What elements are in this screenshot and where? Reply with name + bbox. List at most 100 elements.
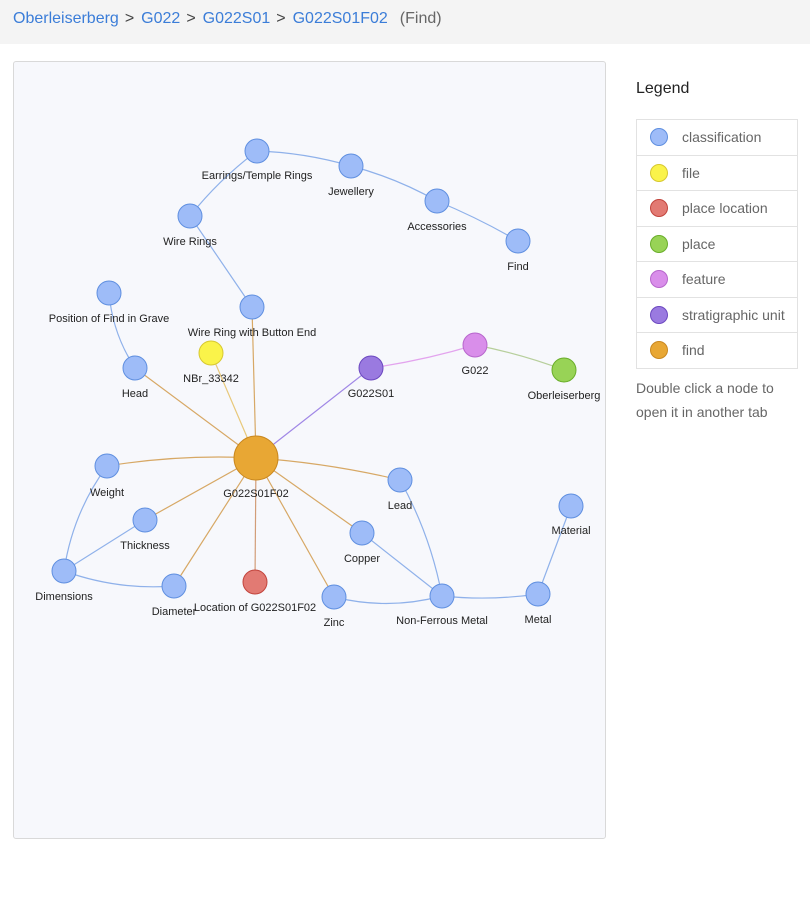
graph-nodes: G022S01F02 Earrings/Temple RingsJewellery… <box>35 138 601 629</box>
graph-node-label: Head <box>122 388 148 400</box>
graph-edge-earrings-wirerings <box>189 150 258 217</box>
graph-node-wirerings[interactable]: Wire Rings <box>163 203 217 248</box>
classification-swatch-icon <box>650 128 668 147</box>
graph-node-circle[interactable] <box>462 332 488 358</box>
graph-node-label: G022S01F02 <box>223 488 288 500</box>
graph-node-label: G022 <box>462 365 489 377</box>
stratigraphic-unit-swatch-icon <box>650 305 668 324</box>
graph-node-label: Lead <box>388 500 412 512</box>
graph-node-label: Earrings/Temple Rings <box>202 170 313 182</box>
graph-node-strat[interactable]: G022S01 <box>348 355 394 400</box>
graph-node-circle[interactable] <box>51 558 77 584</box>
legend-label: place location <box>682 200 768 217</box>
breadcrumb: Oberleiserberg>G022>G022S01>G022S01F02(F… <box>13 10 442 28</box>
graph-edge-strat-feature <box>370 344 476 369</box>
graph-node-circle[interactable] <box>198 340 224 366</box>
breadcrumb-bar: Oberleiserberg>G022>G022S01>G022S01F02(F… <box>0 0 810 44</box>
place-location-swatch-icon <box>650 199 668 218</box>
graph-node-label: Material <box>551 525 590 537</box>
breadcrumb-link-find[interactable]: G022S01F02 <box>292 10 388 27</box>
graph-node-feature[interactable]: G022 <box>462 332 489 377</box>
network-graph[interactable]: G022S01F02 Earrings/Temple RingsJewellery… <box>14 62 605 838</box>
graph-hint: Double click a node to open it in anothe… <box>636 380 774 420</box>
graph-node-wirebutton[interactable]: Wire Ring with Button End <box>188 294 316 339</box>
legend-item-stratigraphic-unit: stratigraphic unit <box>636 297 798 333</box>
graph-node-circle[interactable] <box>94 453 120 479</box>
breadcrumb-link-stratigraphic-unit[interactable]: G022S01 <box>202 10 271 27</box>
graph-node-circle[interactable] <box>349 520 375 546</box>
graph-node-label: Oberleiserberg <box>528 390 601 402</box>
graph-node-label: Find <box>507 261 528 273</box>
graph-node-zinc[interactable]: Zinc <box>321 584 347 629</box>
graph-node-circle[interactable] <box>122 355 148 381</box>
graph-node-lead[interactable]: Lead <box>387 467 413 512</box>
graph-node-earrings[interactable]: Earrings/Temple Rings <box>202 138 313 182</box>
breadcrumb-separator: > <box>186 10 196 27</box>
graph-node-label: Location of G022S01F02 <box>194 602 316 614</box>
breadcrumb-link-place[interactable]: Oberleiserberg <box>13 10 119 27</box>
graph-node-copper[interactable]: Copper <box>344 520 380 565</box>
graph-node-location[interactable]: Location of G022S01F02 <box>194 569 316 614</box>
graph-node-label: Jewellery <box>328 186 374 198</box>
graph-node-circle[interactable] <box>429 583 455 609</box>
graph-node-accessories[interactable]: Accessories <box>407 188 467 233</box>
graph-node-findcls[interactable]: Find <box>505 228 531 273</box>
graph-edge-dimensions-diameter <box>63 570 175 588</box>
graph-edge-lead-nonferrous <box>399 479 443 597</box>
graph-node-circle[interactable] <box>321 584 347 610</box>
graph-node-diameter[interactable]: Diameter <box>152 573 197 618</box>
graph-node-circle[interactable] <box>387 467 413 493</box>
legend-label: classification <box>682 129 762 146</box>
graph-node-circle[interactable] <box>558 493 584 519</box>
graph-node-label: Position of Find in Grave <box>49 313 169 325</box>
graph-edge-find-diameter <box>173 457 257 587</box>
legend-item-file: file <box>636 155 798 191</box>
graph-node-find[interactable]: G022S01F02 <box>223 435 289 500</box>
graph-node-circle[interactable] <box>161 573 187 599</box>
graph-node-circle[interactable] <box>424 188 450 214</box>
graph-node-material[interactable]: Material <box>551 493 591 537</box>
graph-node-circle[interactable] <box>239 294 265 320</box>
legend-item-classification: classification <box>636 119 798 156</box>
graph-node-label: Accessories <box>407 221 467 233</box>
graph-node-jewellery[interactable]: Jewellery <box>328 153 374 198</box>
graph-node-circle[interactable] <box>132 507 158 533</box>
legend-title: Legend <box>636 80 690 97</box>
graph-edge-weight-dimensions <box>63 465 108 572</box>
legend-item-feature: feature <box>636 262 798 298</box>
legend-label: file <box>682 164 700 181</box>
graph-node-head[interactable]: Head <box>122 355 148 400</box>
graph-node-thickness[interactable]: Thickness <box>120 507 170 552</box>
legend-label: place <box>682 235 716 252</box>
graph-node-metal[interactable]: Metal <box>525 581 552 626</box>
graph-node-circle[interactable] <box>177 203 203 229</box>
graph-node-place[interactable]: Oberleiserberg <box>528 357 601 402</box>
graph-node-circle[interactable] <box>551 357 577 383</box>
graph-node-label: NBr_33342 <box>183 373 239 385</box>
legend-label: find <box>682 342 705 359</box>
breadcrumb-separator: > <box>276 10 286 27</box>
graph-edge-wirerings-wirebutton <box>189 215 253 308</box>
graph-edge-earrings-jewellery <box>256 150 352 167</box>
graph-node-circle[interactable] <box>358 355 384 381</box>
graph-node-label: Wire Ring with Button End <box>188 327 316 339</box>
graph-node-file[interactable]: NBr_33342 <box>183 340 239 385</box>
graph-node-weight[interactable]: Weight <box>90 453 124 499</box>
graph-node-nonferrous[interactable]: Non-Ferrous Metal <box>396 583 488 627</box>
graph-node-dimensions[interactable]: Dimensions <box>35 558 93 603</box>
graph-node-position[interactable]: Position of Find in Grave <box>49 280 169 325</box>
graph-node-circle[interactable] <box>505 228 531 254</box>
graph-node-circle[interactable] <box>525 581 551 607</box>
graph-node-circle[interactable] <box>233 435 279 481</box>
breadcrumb-link-feature[interactable]: G022 <box>141 10 181 27</box>
graph-node-circle[interactable] <box>242 569 268 595</box>
breadcrumb-entity-kind: (Find) <box>399 10 442 27</box>
legend-label: stratigraphic unit <box>682 306 785 323</box>
graph-node-circle[interactable] <box>338 153 364 179</box>
graph-node-label: Wire Rings <box>163 236 217 248</box>
graph-node-circle[interactable] <box>96 280 122 306</box>
graph-node-circle[interactable] <box>244 138 270 164</box>
legend: classification file place location place… <box>636 119 798 369</box>
graph-edge-nonferrous-metal <box>441 593 539 599</box>
